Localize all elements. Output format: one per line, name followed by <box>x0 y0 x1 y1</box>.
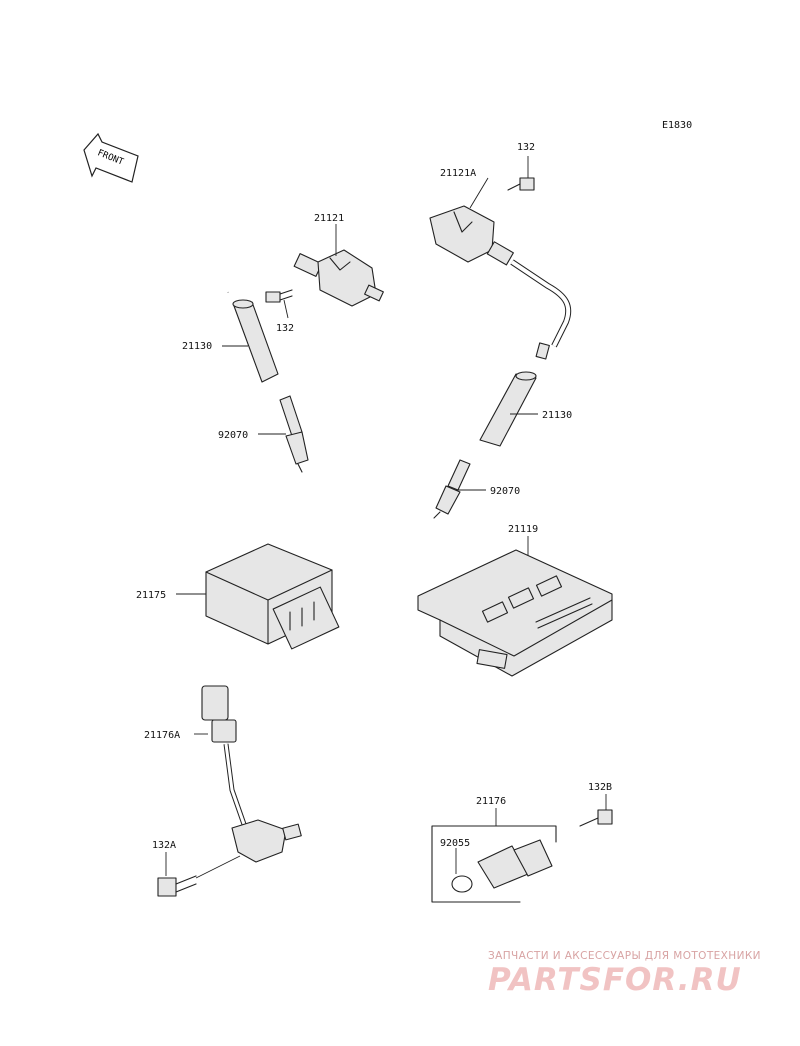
label-21119: 21119 <box>508 524 538 535</box>
sensor-kit-21176-box <box>431 825 557 903</box>
watermark-tagline: ЗАПЧАСТИ И АКСЕССУАРЫ ДЛЯ МОТОТЕХНИКИ <box>488 950 761 962</box>
label-21130-left: 21130 <box>182 341 212 352</box>
label-132A: 132A <box>152 840 176 851</box>
label-21176: 21176 <box>476 796 506 807</box>
ignition-coil-left <box>211 226 384 307</box>
bolt-132-left <box>265 289 293 303</box>
label-21130-right: 21130 <box>542 410 572 421</box>
ecu-21119 <box>417 549 613 677</box>
spark-plug-92070-left <box>279 395 309 473</box>
plug-cap-21130-right <box>479 371 537 447</box>
watermark-brand: PARTSFOR.RU <box>488 962 742 998</box>
front-arrow-icon: FRONT <box>83 132 139 183</box>
bolt-132-right <box>507 177 535 191</box>
label-21176A: 21176A <box>144 730 180 741</box>
label-92070-left: 92070 <box>218 430 248 441</box>
spark-plug-92070-right <box>433 459 471 519</box>
label-92070-right: 92070 <box>490 486 520 497</box>
igniter-21175 <box>205 543 340 650</box>
sensor-21176A <box>201 685 302 863</box>
plug-cap-21130-left <box>232 299 279 383</box>
label-132-left: 132 <box>276 323 294 334</box>
label-132B: 132B <box>588 782 612 793</box>
label-21121A: 21121A <box>440 168 476 179</box>
leader-lines <box>165 156 607 879</box>
ignition-coil-right <box>429 205 572 360</box>
label-21121: 21121 <box>314 213 344 224</box>
bolt-132B <box>579 809 613 827</box>
label-21175: 21175 <box>136 590 166 601</box>
label-132-top: 132 <box>517 142 535 153</box>
label-92055: 92055 <box>440 838 470 849</box>
diagram-code: E1830 <box>662 120 692 131</box>
bolt-132A <box>157 875 197 897</box>
